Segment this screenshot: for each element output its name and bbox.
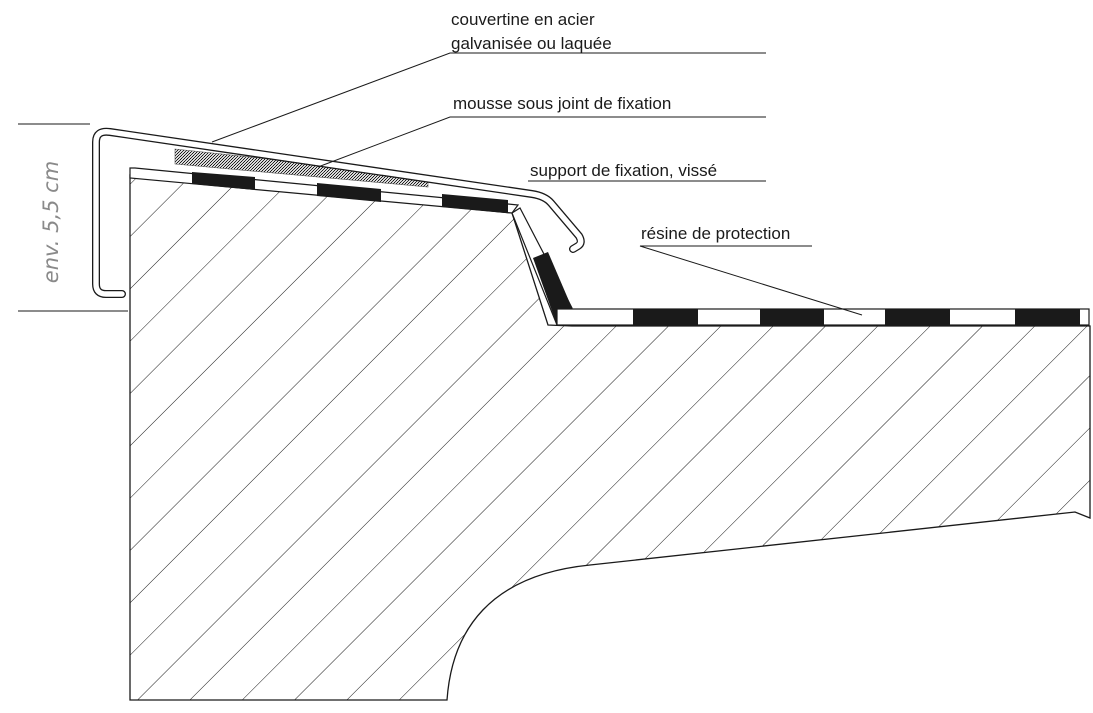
- strip-segment: [442, 194, 508, 213]
- fixing-support-strip: [129, 167, 520, 214]
- strip-segment: [1015, 309, 1080, 325]
- label-resin: résine de protection: [641, 224, 790, 243]
- height-dimension: env. 5,5 cm: [18, 123, 128, 312]
- resin-protection-strip: [556, 308, 1090, 326]
- strip-segment: [192, 172, 255, 190]
- metal-coping-inner: [93, 129, 584, 297]
- label-coping-line1: couvertine en acier: [451, 10, 595, 29]
- dimension-label: env. 5,5 cm: [39, 161, 63, 283]
- label-foam: mousse sous joint de fixation: [453, 94, 671, 113]
- strip-segment: [633, 309, 698, 325]
- strip-segment: [317, 183, 381, 202]
- leader-lines: [211, 52, 863, 316]
- strip-segment: [760, 309, 824, 325]
- label-support: support de fixation, vissé: [530, 161, 717, 180]
- label-coping-line2: galvanisée ou laquée: [451, 34, 612, 53]
- strip-segment: [885, 309, 950, 325]
- concrete-wall-section: [129, 174, 1091, 701]
